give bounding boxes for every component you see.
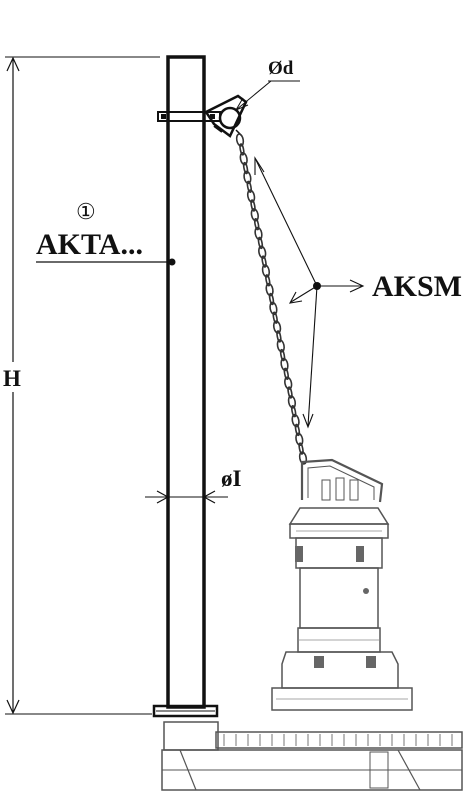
chain-link — [294, 423, 301, 437]
chain-link — [250, 199, 256, 212]
chain-link — [272, 311, 278, 324]
chain-link — [254, 226, 263, 241]
height-dimension: H — [2, 56, 160, 715]
chain-link — [276, 339, 285, 353]
chain-link — [276, 330, 282, 343]
item-number: ① — [76, 199, 96, 224]
chain-link — [250, 208, 259, 222]
chain-link — [235, 133, 245, 147]
lifting-chain — [235, 133, 308, 465]
top-shackle: Ød — [204, 58, 300, 138]
chain-label: AKSM — [372, 270, 462, 303]
chain-link — [258, 245, 267, 259]
pipe-diameter-label: øI — [221, 466, 242, 491]
chain-link — [279, 348, 286, 362]
chain-link — [295, 432, 304, 447]
height-label: H — [3, 366, 21, 391]
chain-callout: AKSM — [254, 156, 462, 429]
chain-link — [269, 301, 278, 316]
chain-link — [261, 264, 271, 278]
pipe-callout: ① AKTA... — [36, 199, 176, 266]
pipe-label: AKTA... — [36, 228, 143, 261]
chain-link — [287, 386, 293, 399]
chain-link — [268, 292, 275, 306]
ring-diameter-label: Ød — [268, 58, 294, 79]
chain-link — [254, 217, 260, 231]
chain-link — [246, 189, 256, 203]
chain-link — [242, 161, 249, 175]
guide-pipe — [152, 55, 221, 718]
chain-link — [280, 357, 289, 372]
pipe-diameter-dimension: øI — [145, 466, 242, 504]
chain-link — [243, 170, 252, 185]
chain-link — [287, 395, 297, 409]
chain-link — [265, 282, 274, 297]
chain-link — [284, 376, 293, 390]
chain-link — [298, 442, 304, 455]
chain-link — [291, 404, 297, 418]
chain-link — [272, 320, 282, 334]
chain-link — [265, 274, 271, 287]
chain-link — [239, 151, 248, 166]
chain-link — [283, 367, 289, 381]
chain-link — [291, 413, 300, 428]
chain-link — [257, 236, 264, 250]
chain-link — [246, 180, 252, 194]
chain-link — [239, 143, 245, 156]
chain-link — [261, 255, 267, 268]
chain-link — [298, 451, 308, 465]
submersible-pump-drawing — [161, 458, 463, 791]
